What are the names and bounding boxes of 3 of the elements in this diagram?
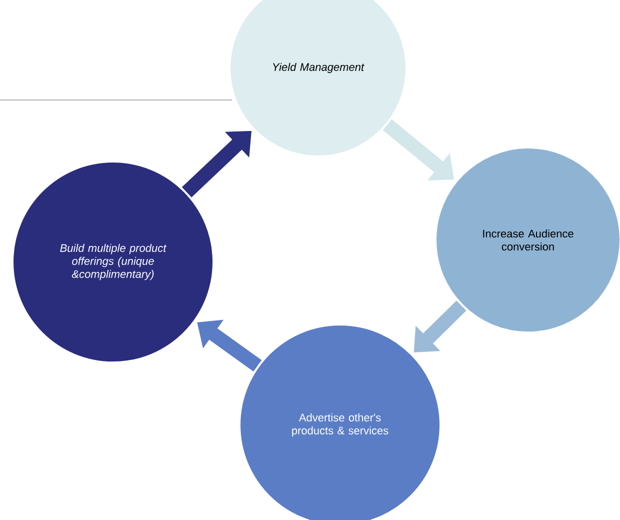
circle-node: Advertise other's products & services xyxy=(240,324,440,520)
circle-node: Increase Audience conversion xyxy=(436,148,620,332)
circle-node: Build multiple product offerings (unique &complimentary) xyxy=(12,162,214,362)
